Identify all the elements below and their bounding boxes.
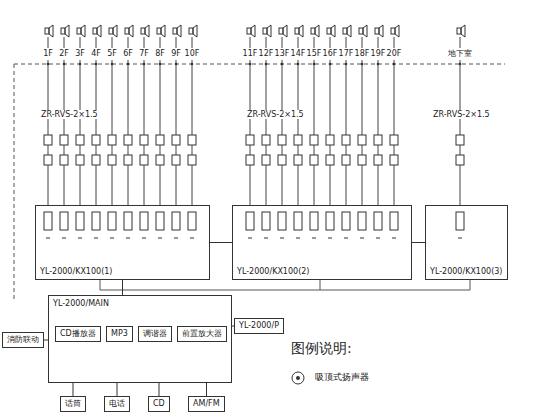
zone-label: 6F (122, 49, 134, 58)
box-label: MP3 (111, 329, 128, 338)
power-box: YL-2000/P (234, 318, 284, 334)
device-box: 调谐器 (138, 326, 172, 342)
legend-text: 吸顶式扬声器 (314, 372, 370, 382)
cable-label: ZR-RVS-2×1.5 (40, 110, 99, 119)
zone-label: 18F (354, 49, 371, 58)
zone-label: 2F (58, 49, 70, 58)
speaker-legend-symbol (296, 376, 300, 380)
rack-bus-drop (320, 280, 321, 290)
zone-label: 8F (154, 49, 166, 58)
box-label: YL-2000/P (239, 321, 279, 330)
signal-wire (210, 242, 232, 243)
box-label: YL-2000/KX100(2) (237, 267, 309, 276)
box-label: 话筒 (65, 399, 81, 408)
amplifier-rack: YL-2000/KX100(1) (35, 205, 210, 280)
zone-label: 9F (170, 49, 182, 58)
rack-bus-drop (100, 280, 101, 290)
signal-wire (206, 383, 207, 396)
signal-wire (159, 383, 160, 396)
zone-label: 14F (290, 49, 307, 58)
zone-label: 12F (258, 49, 275, 58)
zone-label: 20F (386, 49, 403, 58)
bus-riser-line (14, 64, 15, 300)
box-label: YL-2000/KX100(3) (430, 267, 502, 276)
box-label: AM/FM (193, 399, 220, 408)
zone-label: 地下室 (447, 49, 473, 58)
box-label: 调谐器 (143, 329, 167, 338)
zone-label: 3F (74, 49, 86, 58)
fire-link-box: 消防联动 (2, 332, 44, 348)
box-label: YL-2000/KX100(1) (40, 267, 112, 276)
device-box: MP3 (106, 326, 133, 342)
zone-label: 7F (138, 49, 150, 58)
main-controller: YL-2000/MAIN CD播放器 MP3 调谐器 前置放大器 (48, 295, 232, 383)
device-box: 前置放大器 (177, 326, 227, 342)
zone-label: 10F (184, 49, 201, 58)
device-box: CD播放器 (55, 326, 101, 342)
rack-bus-drop (470, 280, 471, 290)
legend-heading: 图例说明: (290, 340, 353, 356)
device-box: CD (148, 396, 170, 412)
box-label: CD (153, 399, 165, 408)
zone-label: 11F (242, 49, 259, 58)
zone-label: 16F (322, 49, 339, 58)
signal-wire (73, 383, 74, 396)
box-label: CD播放器 (60, 329, 96, 338)
amplifier-rack: YL-2000/KX100(2) (232, 205, 412, 280)
device-box: 电话 (104, 396, 130, 412)
zone-label: 13F (274, 49, 291, 58)
amplifier-rack: YL-2000/KX100(3) (425, 205, 508, 280)
cable-label: ZR-RVS-2×1.5 (432, 110, 491, 119)
box-label: 消防联动 (7, 335, 39, 344)
device-box: 话筒 (60, 396, 86, 412)
box-label: 电话 (109, 399, 125, 408)
device-box: AM/FM (188, 396, 225, 412)
signal-wire (122, 280, 123, 295)
zone-label: 4F (90, 49, 102, 58)
cable-label: ZR-RVS-2×1.5 (246, 110, 305, 119)
signal-wire (117, 383, 118, 396)
zone-label: 19F (370, 49, 387, 58)
rack-bus-line (100, 290, 470, 291)
bus-dashed-line (14, 64, 505, 65)
zone-label: 5F (106, 49, 118, 58)
box-label: 前置放大器 (182, 329, 222, 338)
box-label: YL-2000/MAIN (53, 299, 109, 308)
zone-label: 17F (338, 49, 355, 58)
speaker-legend-symbol (292, 372, 304, 384)
signal-wire (412, 242, 425, 243)
zone-label: 15F (306, 49, 323, 58)
zone-label: 1F (42, 49, 54, 58)
